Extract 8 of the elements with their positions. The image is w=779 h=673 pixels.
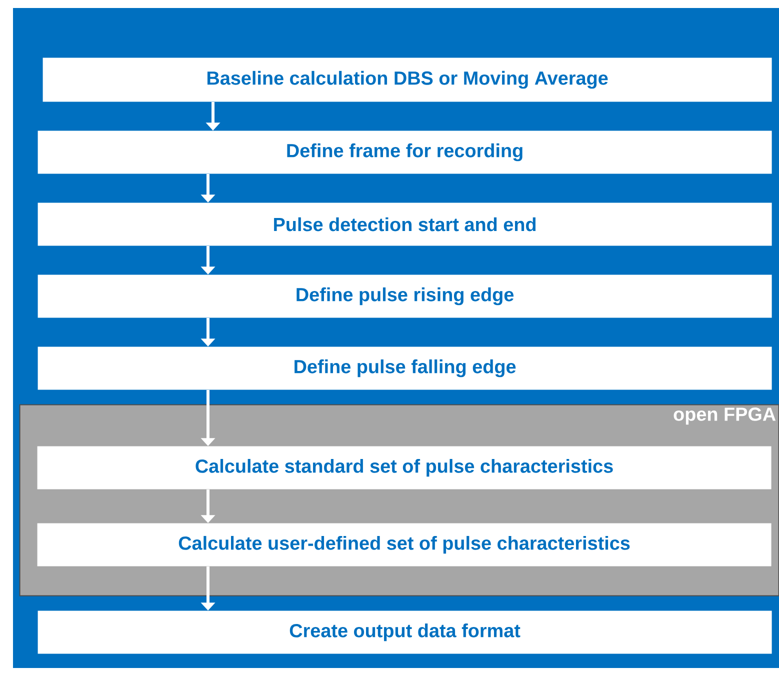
process-box: Define pulse falling edge [38,346,772,390]
process-box: Pulse detection start and end [38,202,772,246]
process-box: Define frame for recording [38,130,772,174]
process-box: Baseline calculation DBS or Moving Average [42,58,772,102]
process-box: Create output data format [38,610,772,654]
process-box: Define pulse rising edge [38,274,772,318]
process-box: Calculate standard set of pulse characteristics [37,446,772,490]
process-box: Calculate user-defined set of pulse characteristics [37,523,772,566]
